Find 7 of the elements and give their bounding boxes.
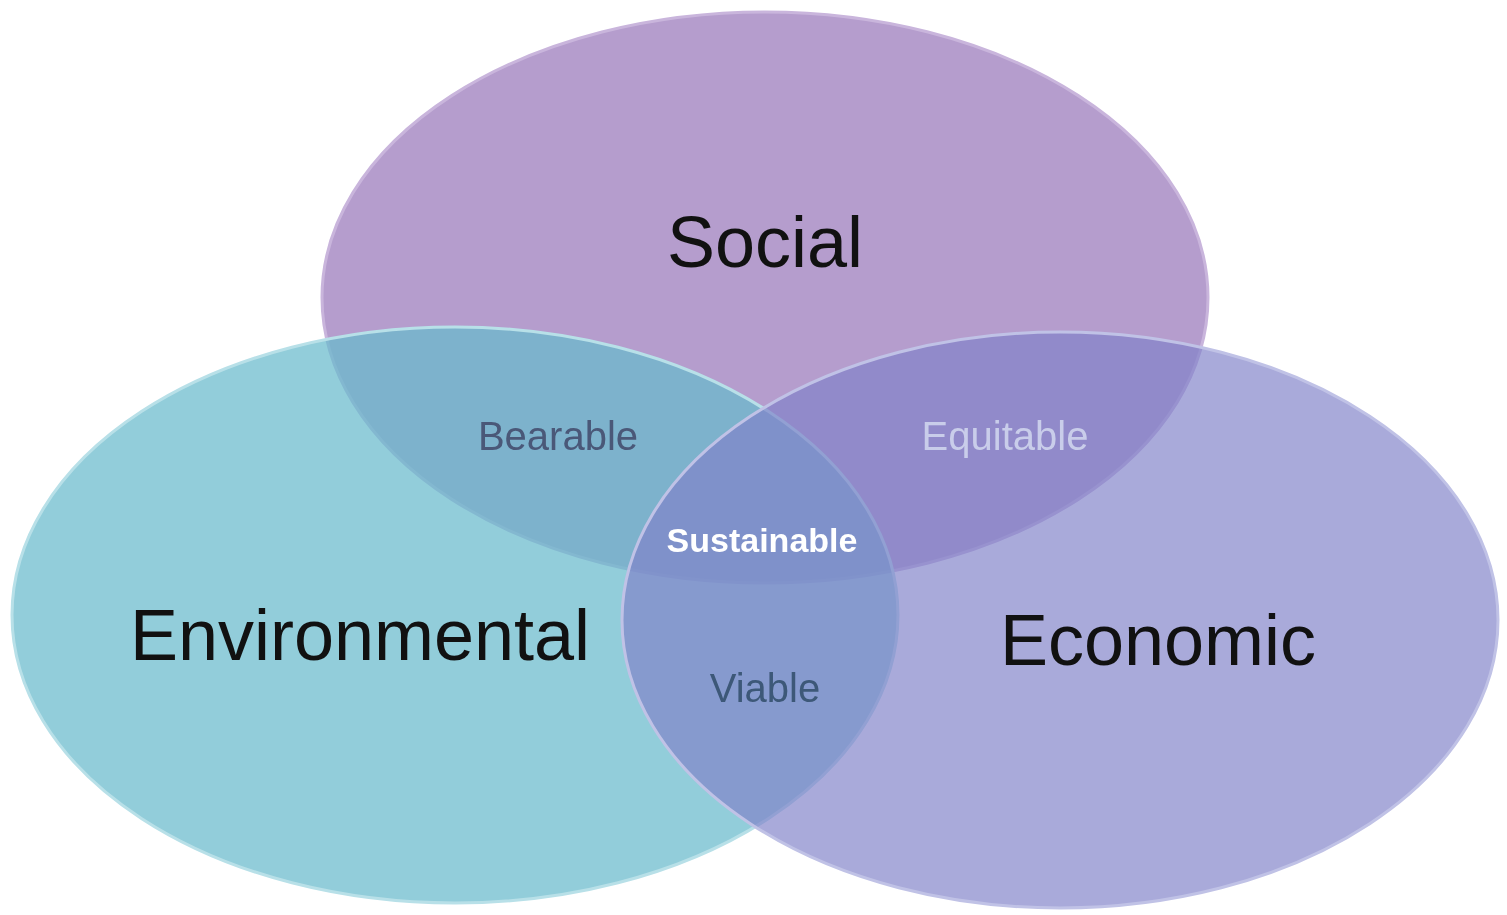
overlap-label: Bearable <box>477 416 639 456</box>
overlap-label: Equitable <box>921 416 1089 456</box>
overlap-label: Sustainable <box>666 523 858 557</box>
set-label: Environmental <box>129 599 591 671</box>
set-label: Economic <box>999 604 1317 676</box>
overlap-label: Viable <box>709 668 821 708</box>
set-label: Social <box>666 206 864 278</box>
